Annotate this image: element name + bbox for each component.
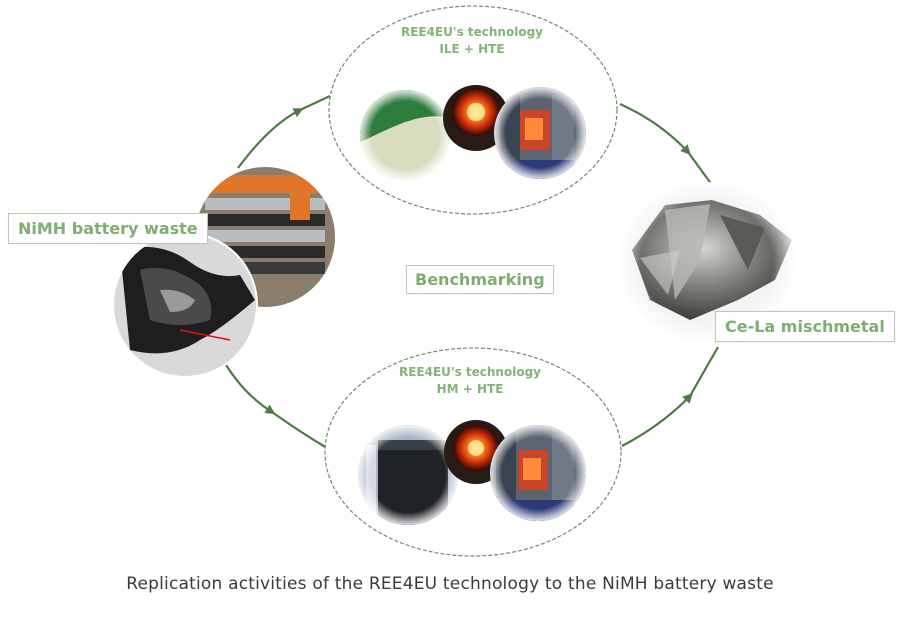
top-process-title: REE4EU's technology ILE + HTE: [380, 24, 564, 58]
tank-photo: [358, 425, 458, 525]
top-process-line1: REE4EU's technology: [400, 25, 543, 39]
shredded-battery-photo: [113, 233, 257, 377]
bottom-process-title: REE4EU's technology HM + HTE: [378, 364, 562, 398]
arrow-product-up-link: [689, 346, 719, 397]
bottom-process-images: [358, 420, 586, 525]
green-electrolyte-photo: [360, 90, 450, 180]
arrow-bottom-link: [271, 411, 328, 449]
benchmarking-label: Benchmarking: [406, 265, 554, 294]
arrow-source-to-bottom: [225, 364, 276, 415]
pilot-plant-photo-top: [494, 87, 586, 179]
arrow-product-link: [687, 151, 713, 186]
bottom-process-line2: HM + HTE: [436, 382, 504, 396]
arrow-bottom-to-product: [621, 393, 693, 447]
figure-caption: Replication activities of the REE4EU tec…: [126, 574, 774, 594]
mischmetal-photo: [619, 182, 795, 342]
top-process-images: [360, 85, 586, 180]
arrow-top-to-product: [619, 102, 691, 155]
arrow-top-link: [299, 95, 331, 111]
battery-pack-photo: [194, 166, 336, 308]
battery-waste-images: [112, 165, 337, 378]
arrow-source-to-top: [237, 108, 304, 169]
source-label: NiMH battery waste: [8, 213, 208, 244]
pilot-plant-photo-bottom: [490, 425, 586, 521]
product-label: Ce-La mischmetal: [715, 311, 895, 342]
bottom-process-line1: REE4EU's technology: [398, 365, 541, 379]
cycle-arrows: [225, 95, 719, 449]
top-process-line2: ILE + HTE: [439, 42, 505, 56]
